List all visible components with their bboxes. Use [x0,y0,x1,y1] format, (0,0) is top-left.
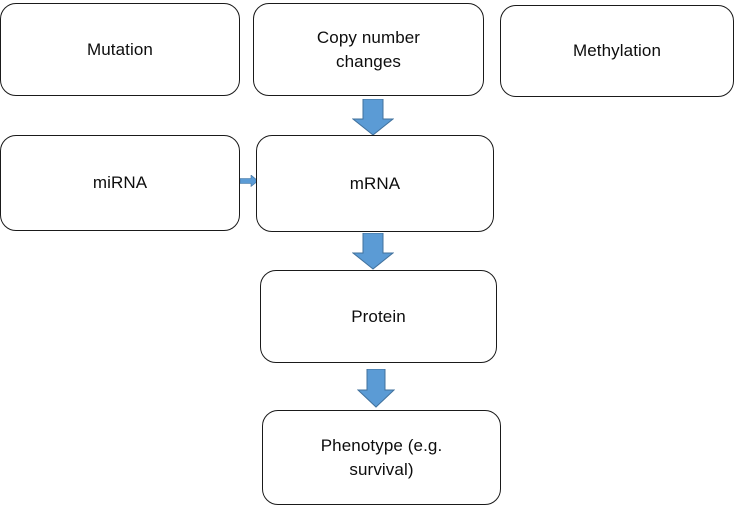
node-protein[interactable]: Protein [260,270,497,363]
node-mrna-label: mRNA [349,173,401,193]
node-copy-number-changes-label: Copy number changes [316,28,421,71]
node-mrna[interactable]: mRNA [256,135,494,232]
node-mirna[interactable]: miRNA [0,135,240,231]
node-copy-number-changes[interactable]: Copy number changes [253,3,484,96]
node-protein-label: Protein [351,306,406,326]
arrow-right-icon-mirna-to-mrna [240,175,259,187]
node-mirna-label: miRNA [92,173,148,193]
arrow-down-icon-copy-number-to-mrna [352,99,394,136]
node-phenotype[interactable]: Phenotype (e.g. survival) [262,410,501,505]
node-methylation[interactable]: Methylation [500,5,734,97]
arrow-down-icon-protein-to-phenotype [357,369,395,408]
node-mutation[interactable]: Mutation [0,3,240,96]
node-mutation-label: Mutation [86,39,153,59]
arrow-down-icon-mrna-to-protein [352,233,394,270]
node-methylation-label: Methylation [572,41,662,61]
node-phenotype-label: Phenotype (e.g. survival) [320,436,443,479]
